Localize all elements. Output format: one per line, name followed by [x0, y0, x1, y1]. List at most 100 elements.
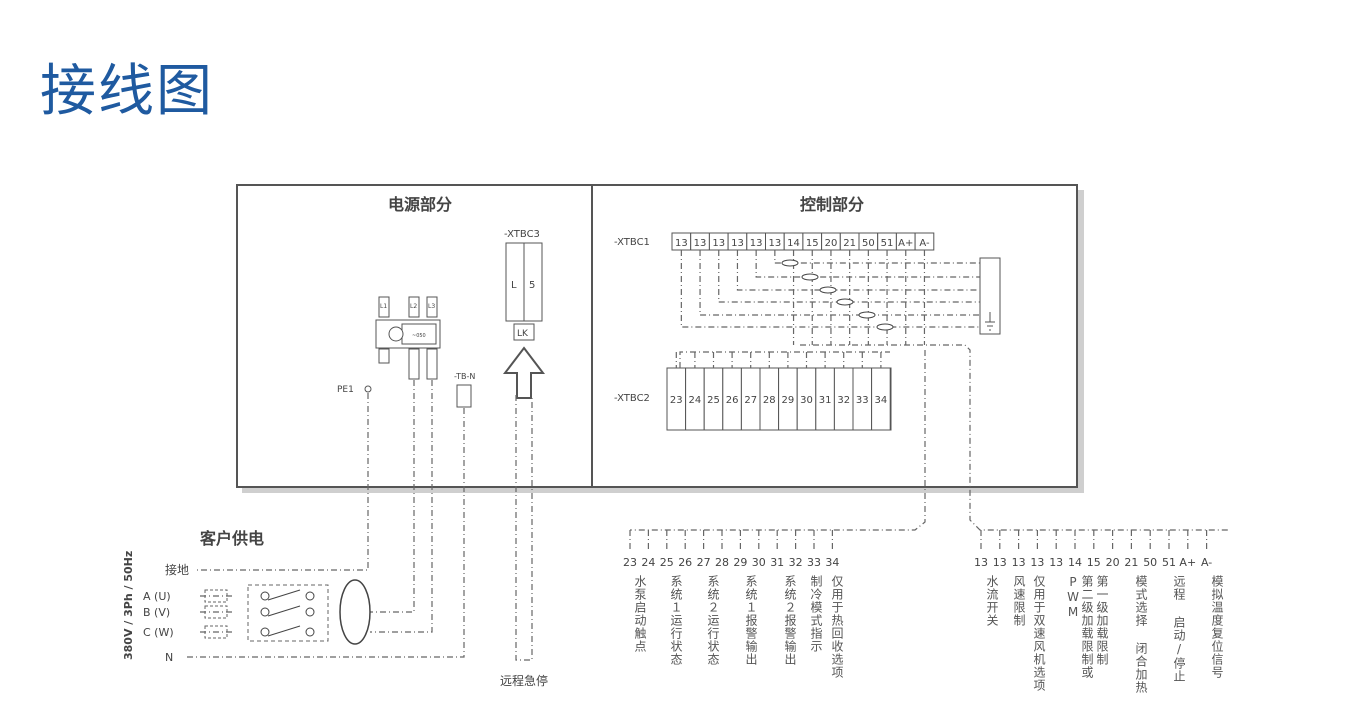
- xtbc2-terminal-number: 27: [744, 395, 757, 406]
- terminal-description: 制冷模式指示: [809, 575, 823, 653]
- terminal-description: 模拟温度复位信号: [1210, 575, 1224, 679]
- xtbc3-5-text: 5: [529, 280, 535, 291]
- xtbc2-terminal-number: 31: [819, 395, 832, 406]
- xtbc3-cell-5: [523, 242, 543, 322]
- terminal-number: 29: [733, 556, 747, 569]
- terminal-description: 第一级加载限制: [1095, 575, 1109, 666]
- phase-c-label: C (W): [143, 626, 174, 639]
- terminal-number: 32: [789, 556, 803, 569]
- ground-point-icon: [364, 385, 372, 393]
- xtbc3-label: -XTBC3: [504, 229, 540, 240]
- xtbc2-terminal-number: 25: [707, 395, 720, 406]
- wire: [630, 350, 926, 531]
- supply-spec: 380V / 3Ph / 50Hz: [122, 551, 135, 660]
- pe1-label: PE1: [337, 385, 354, 395]
- wire: [755, 250, 980, 278]
- l1-label: L1: [380, 303, 387, 310]
- lk-text: LK: [517, 329, 529, 339]
- xtbc2-terminal-number: 34: [875, 395, 888, 406]
- main-switch-icon: [375, 296, 441, 380]
- shield-marker-icon: [876, 323, 894, 331]
- xtbc1-terminal-number: A+: [898, 238, 913, 249]
- terminal-number: 14: [1068, 556, 1082, 569]
- terminal-number: 13: [1012, 556, 1026, 569]
- wire: [774, 250, 980, 264]
- xtbc1-terminal-number: 21: [843, 238, 856, 249]
- power-wiring: [185, 380, 533, 661]
- ground-label: 接地: [165, 562, 189, 577]
- terminal-description: 仅用于双速风机选项: [1032, 575, 1046, 692]
- xtbc1-terminal-number: 20: [825, 238, 838, 249]
- l3-label: L3: [428, 303, 435, 310]
- wire: [679, 351, 890, 368]
- shield-marker-icon: [781, 259, 799, 267]
- xtbc1-label: -XTBC1: [614, 237, 650, 248]
- phase-a-label: A (U): [143, 590, 171, 603]
- terminal-number: 13: [1030, 556, 1044, 569]
- terminal-description: 水泵启动触点: [633, 575, 647, 653]
- phase-b-label: B (V): [143, 606, 170, 619]
- customer-breaker-icon: [204, 579, 371, 645]
- wire: [736, 250, 980, 291]
- xtbc2-label: -XTBC2: [614, 393, 650, 404]
- terminal-number: 24: [641, 556, 655, 569]
- terminal-description: 水流开关: [985, 575, 999, 627]
- xtbc2-terminal-number: 28: [763, 395, 776, 406]
- panel-frame: [236, 184, 1078, 488]
- xtbc1-terminal-number: 13: [712, 238, 725, 249]
- control-wiring: [630, 250, 1228, 531]
- terminal-number: 21: [1124, 556, 1138, 569]
- terminal-number: 50: [1143, 556, 1157, 569]
- ground-bar: [979, 257, 1001, 335]
- shield-marker-icon: [858, 311, 876, 319]
- terminal-number: A+: [1179, 556, 1196, 569]
- terminal-number: 28: [715, 556, 729, 569]
- wire: [718, 250, 980, 303]
- xtbc2-terminal-number: 33: [856, 395, 869, 406]
- terminal-number: 26: [678, 556, 692, 569]
- neutral-label: N: [165, 651, 173, 664]
- control-heading: 控制部分: [800, 195, 864, 214]
- terminal-number: 33: [807, 556, 821, 569]
- xtbc1-terminal-number: 13: [675, 238, 688, 249]
- xtbc1-terminal-number: A-: [919, 238, 930, 249]
- xtbc1-terminal-number: 13: [768, 238, 781, 249]
- terminal-description: 系统２报警输出: [783, 575, 797, 666]
- remote-stop-label: 远程急停: [500, 673, 548, 688]
- terminal-description: 远程 启动/停止: [1172, 575, 1186, 683]
- switch-rating: ~050: [412, 333, 426, 339]
- terminal-description: 风速限制: [1012, 575, 1026, 627]
- terminal-number: 13: [974, 556, 988, 569]
- terminal-number: 25: [660, 556, 674, 569]
- tbn-label: -TB-N: [454, 372, 475, 381]
- terminal-number: 30: [752, 556, 766, 569]
- xtbc2-terminal-number: 30: [800, 395, 813, 406]
- xtbc1-terminal-number: 13: [731, 238, 744, 249]
- terminal-number: 23: [623, 556, 637, 569]
- power-heading: 电源部分: [388, 195, 452, 214]
- page-title: 接线图: [40, 59, 214, 124]
- terminal-number: A-: [1201, 556, 1212, 569]
- terminal-description: 第二级加载限制或PWM: [1066, 575, 1094, 679]
- shield-marker-icon: [836, 298, 854, 306]
- terminal-number: 27: [697, 556, 711, 569]
- terminal-description: 系统１运行状态: [669, 575, 683, 666]
- terminal-number: 34: [825, 556, 839, 569]
- terminal-number: 13: [1049, 556, 1063, 569]
- xtbc1-terminal-number: 13: [694, 238, 707, 249]
- xtbc2-terminal-number: 29: [782, 395, 795, 406]
- terminal-description: 仅用于热回收选项: [830, 575, 844, 679]
- l2-label: L2: [410, 303, 417, 310]
- lk-box: [513, 323, 535, 341]
- shield-marker-icon: [819, 286, 837, 294]
- terminal-number: 20: [1106, 556, 1120, 569]
- shield-marker-icon: [801, 273, 819, 281]
- xtbc2-terminal-number: 23: [670, 395, 683, 406]
- xtbc1-terminal-number: 14: [787, 238, 800, 249]
- xtbc1-terminal-number: 51: [881, 238, 894, 249]
- terminal-number: 13: [993, 556, 1007, 569]
- terminal-description: 系统１报警输出: [744, 575, 758, 666]
